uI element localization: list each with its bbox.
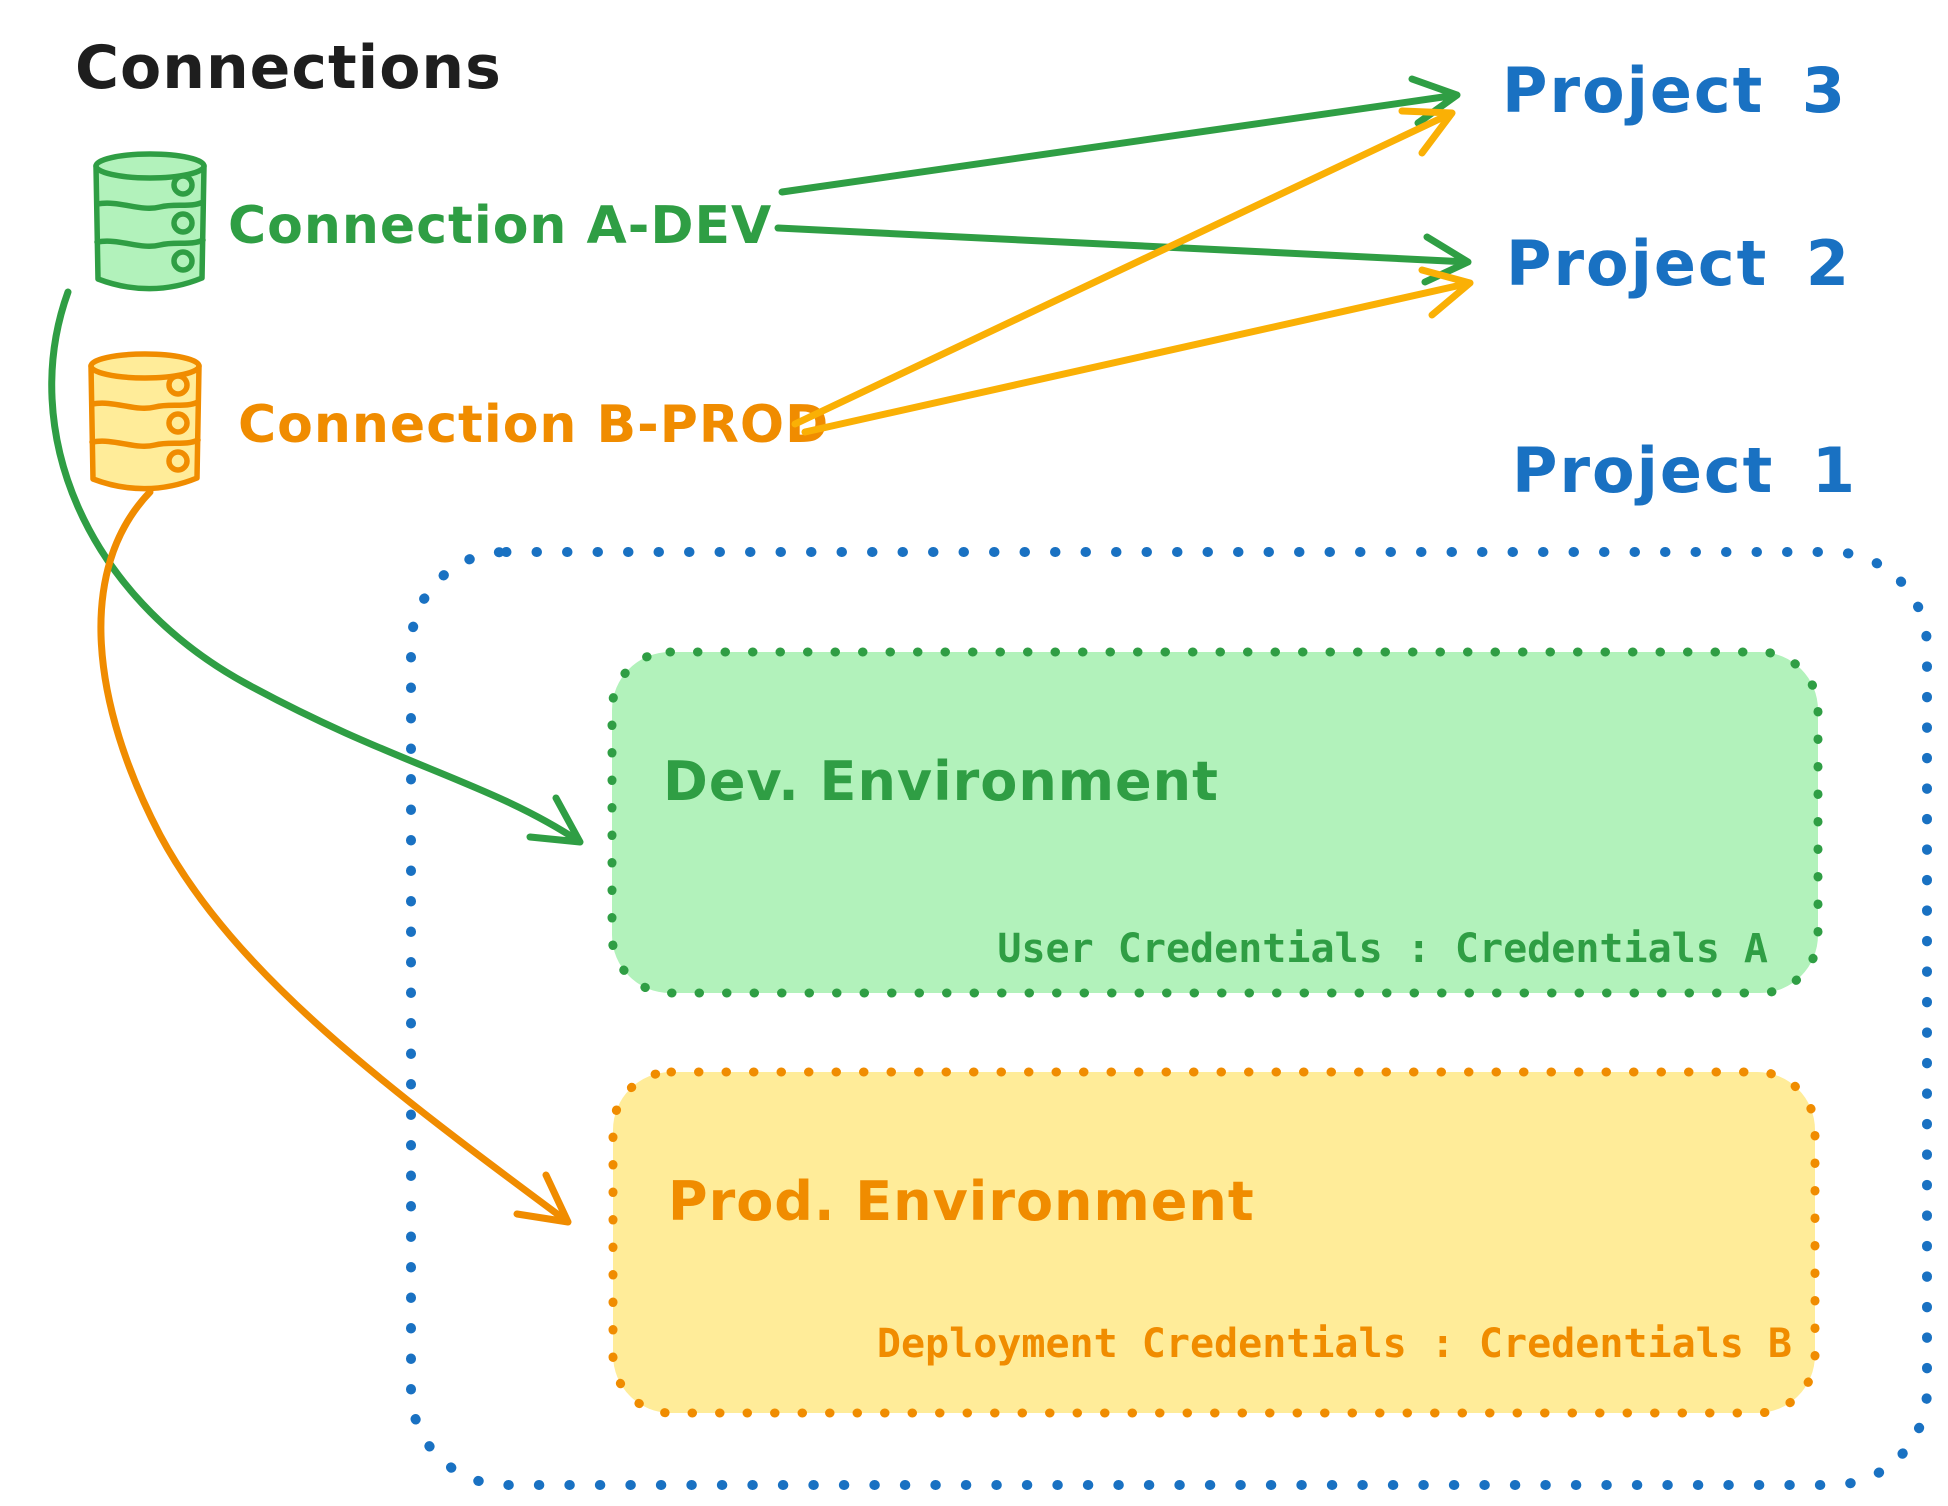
dev-environment-title: Dev. Environment	[663, 750, 1219, 813]
database-dot-2	[171, 211, 195, 235]
arrow-b-prod-to-project-2	[801, 266, 1474, 436]
project-2-label: Project 2	[1506, 227, 1851, 300]
arrow-a-dev-to-project-2	[774, 224, 1472, 286]
arrow-a-dev-to-dev-environment	[48, 288, 584, 846]
dev-environment-credentials: User Credentials : Credentials A	[997, 926, 1768, 972]
prod-environment-rect	[608, 1067, 1820, 1418]
dev-environment-rect	[607, 647, 1823, 998]
database-divider-2	[94, 237, 206, 249]
connection-a-dev-label: Connection A-DEV	[228, 196, 772, 256]
connection-b-prod-node: Connection B-PROD	[88, 351, 829, 492]
database-dot-2	[166, 411, 190, 435]
arrow-a-dev-to-project-3	[778, 75, 1461, 196]
database-outline	[88, 363, 202, 492]
prod-environment-title: Prod. Environment	[668, 1170, 1255, 1233]
database-dot-1	[171, 173, 195, 197]
arrow-b-prod-to-project-3	[791, 107, 1456, 428]
database-outline	[93, 163, 207, 292]
prod-environment-box: Prod. Environment Deployment Credentials…	[608, 1067, 1820, 1418]
database-divider-1	[89, 399, 201, 411]
prod-environment-credentials: Deployment Credentials : Credentials B	[877, 1321, 1792, 1367]
database-icon-green	[93, 151, 207, 292]
project-1-label: Project 1	[1512, 434, 1857, 507]
database-dot-3	[166, 449, 190, 473]
connection-b-prod-label: Connection B-PROD	[238, 395, 829, 455]
database-icon-orange	[88, 351, 202, 492]
database-divider-1	[94, 199, 206, 211]
database-dot-3	[171, 249, 195, 273]
database-divider-2	[89, 437, 201, 449]
page-title: Connections	[75, 33, 502, 103]
project-1-container	[406, 547, 1932, 1490]
dev-environment-box: Dev. Environment User Credentials : Cred…	[607, 647, 1823, 998]
project-3-label: Project 3	[1502, 54, 1847, 127]
database-dot-1	[166, 373, 190, 397]
connection-a-dev-node: Connection A-DEV	[93, 151, 772, 292]
arrow-b-prod-to-prod-environment	[97, 488, 572, 1226]
